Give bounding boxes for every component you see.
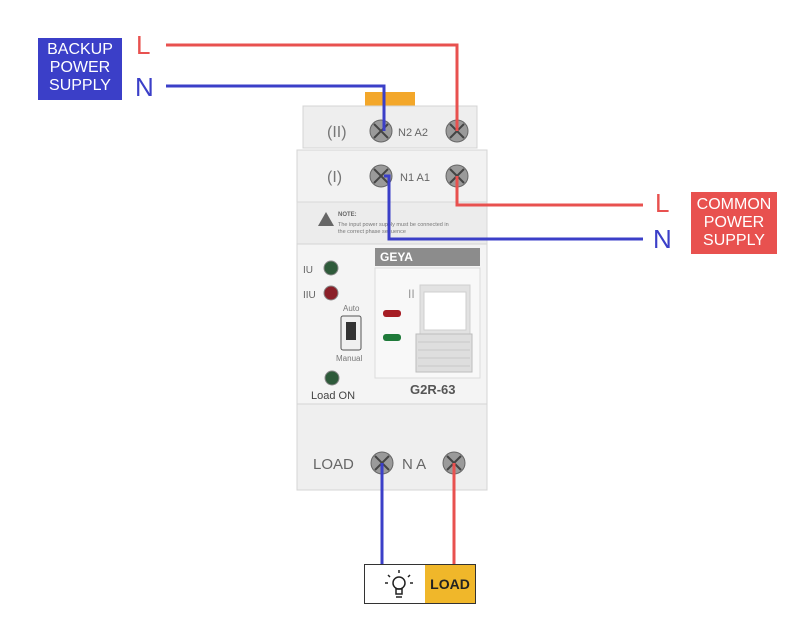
load-box: LOAD bbox=[364, 564, 476, 604]
common-line3: SUPPLY bbox=[703, 232, 765, 249]
backup-neutral-wire bbox=[166, 84, 386, 131]
screw-n1-icon bbox=[369, 164, 393, 188]
row-i-label: (I) bbox=[327, 169, 342, 186]
common-n-letter: N bbox=[653, 224, 672, 254]
common-line1: COMMON bbox=[696, 196, 772, 213]
light-bulb-icon bbox=[385, 570, 413, 598]
backup-l-letter: L bbox=[136, 30, 151, 60]
bottom-load-label: LOAD bbox=[313, 456, 354, 473]
common-l-letter: L bbox=[655, 188, 670, 218]
row-ii-label: (II) bbox=[327, 124, 347, 141]
switch-auto-label: Auto bbox=[343, 304, 360, 313]
load-on-label: Load ON bbox=[311, 390, 355, 402]
wires bbox=[166, 43, 643, 566]
model-label: G2R-63 bbox=[410, 382, 456, 397]
transfer-switch-device: (II) N2 A2 (I) N1 A1 NOTE: The input pow… bbox=[296, 92, 488, 491]
indicator-iiu-icon bbox=[323, 285, 339, 301]
load-tag: LOAD bbox=[425, 565, 475, 603]
row-ii-pins: N2 A2 bbox=[398, 127, 428, 139]
row-i-pins: N1 A1 bbox=[400, 172, 430, 184]
green-led bbox=[383, 334, 401, 341]
backup-line1: BACKUP bbox=[47, 41, 113, 58]
note-title: NOTE: bbox=[338, 212, 357, 218]
red-led bbox=[383, 310, 401, 317]
note-strip bbox=[296, 201, 488, 245]
warning-icon bbox=[318, 212, 334, 226]
handle-mark: II bbox=[408, 287, 415, 301]
switch-manual-label: Manual bbox=[336, 354, 362, 363]
load-on-indicator-icon bbox=[324, 370, 340, 386]
note-text-1: The input power supply must be connected… bbox=[338, 222, 449, 228]
brand-band bbox=[375, 248, 480, 266]
backup-n-letter: N bbox=[135, 72, 154, 102]
backup-live-wire bbox=[166, 43, 459, 131]
common-line2: POWER bbox=[703, 214, 765, 231]
backup-power-supply-label: BACKUP POWER SUPPLY bbox=[38, 38, 122, 100]
indicator-iu-label: IU bbox=[303, 265, 313, 276]
common-live-wire bbox=[455, 176, 643, 207]
note-text-2: the correct phase sequence bbox=[338, 229, 406, 235]
lower-body bbox=[296, 403, 488, 491]
brand-logo: GEYA bbox=[380, 250, 413, 264]
indicator-iu-icon bbox=[323, 260, 339, 276]
din-clip bbox=[365, 92, 415, 106]
common-neutral-wire bbox=[384, 174, 643, 241]
indicator-iiu-label: IIU bbox=[303, 290, 316, 301]
backup-line2: POWER bbox=[49, 59, 111, 76]
backup-line3: SUPPLY bbox=[49, 77, 111, 94]
handle-slot bbox=[423, 291, 467, 331]
common-power-supply-label: COMMON POWER SUPPLY bbox=[691, 192, 777, 254]
screw-n2-icon bbox=[369, 119, 393, 143]
bottom-pins-label: N A bbox=[402, 456, 426, 473]
